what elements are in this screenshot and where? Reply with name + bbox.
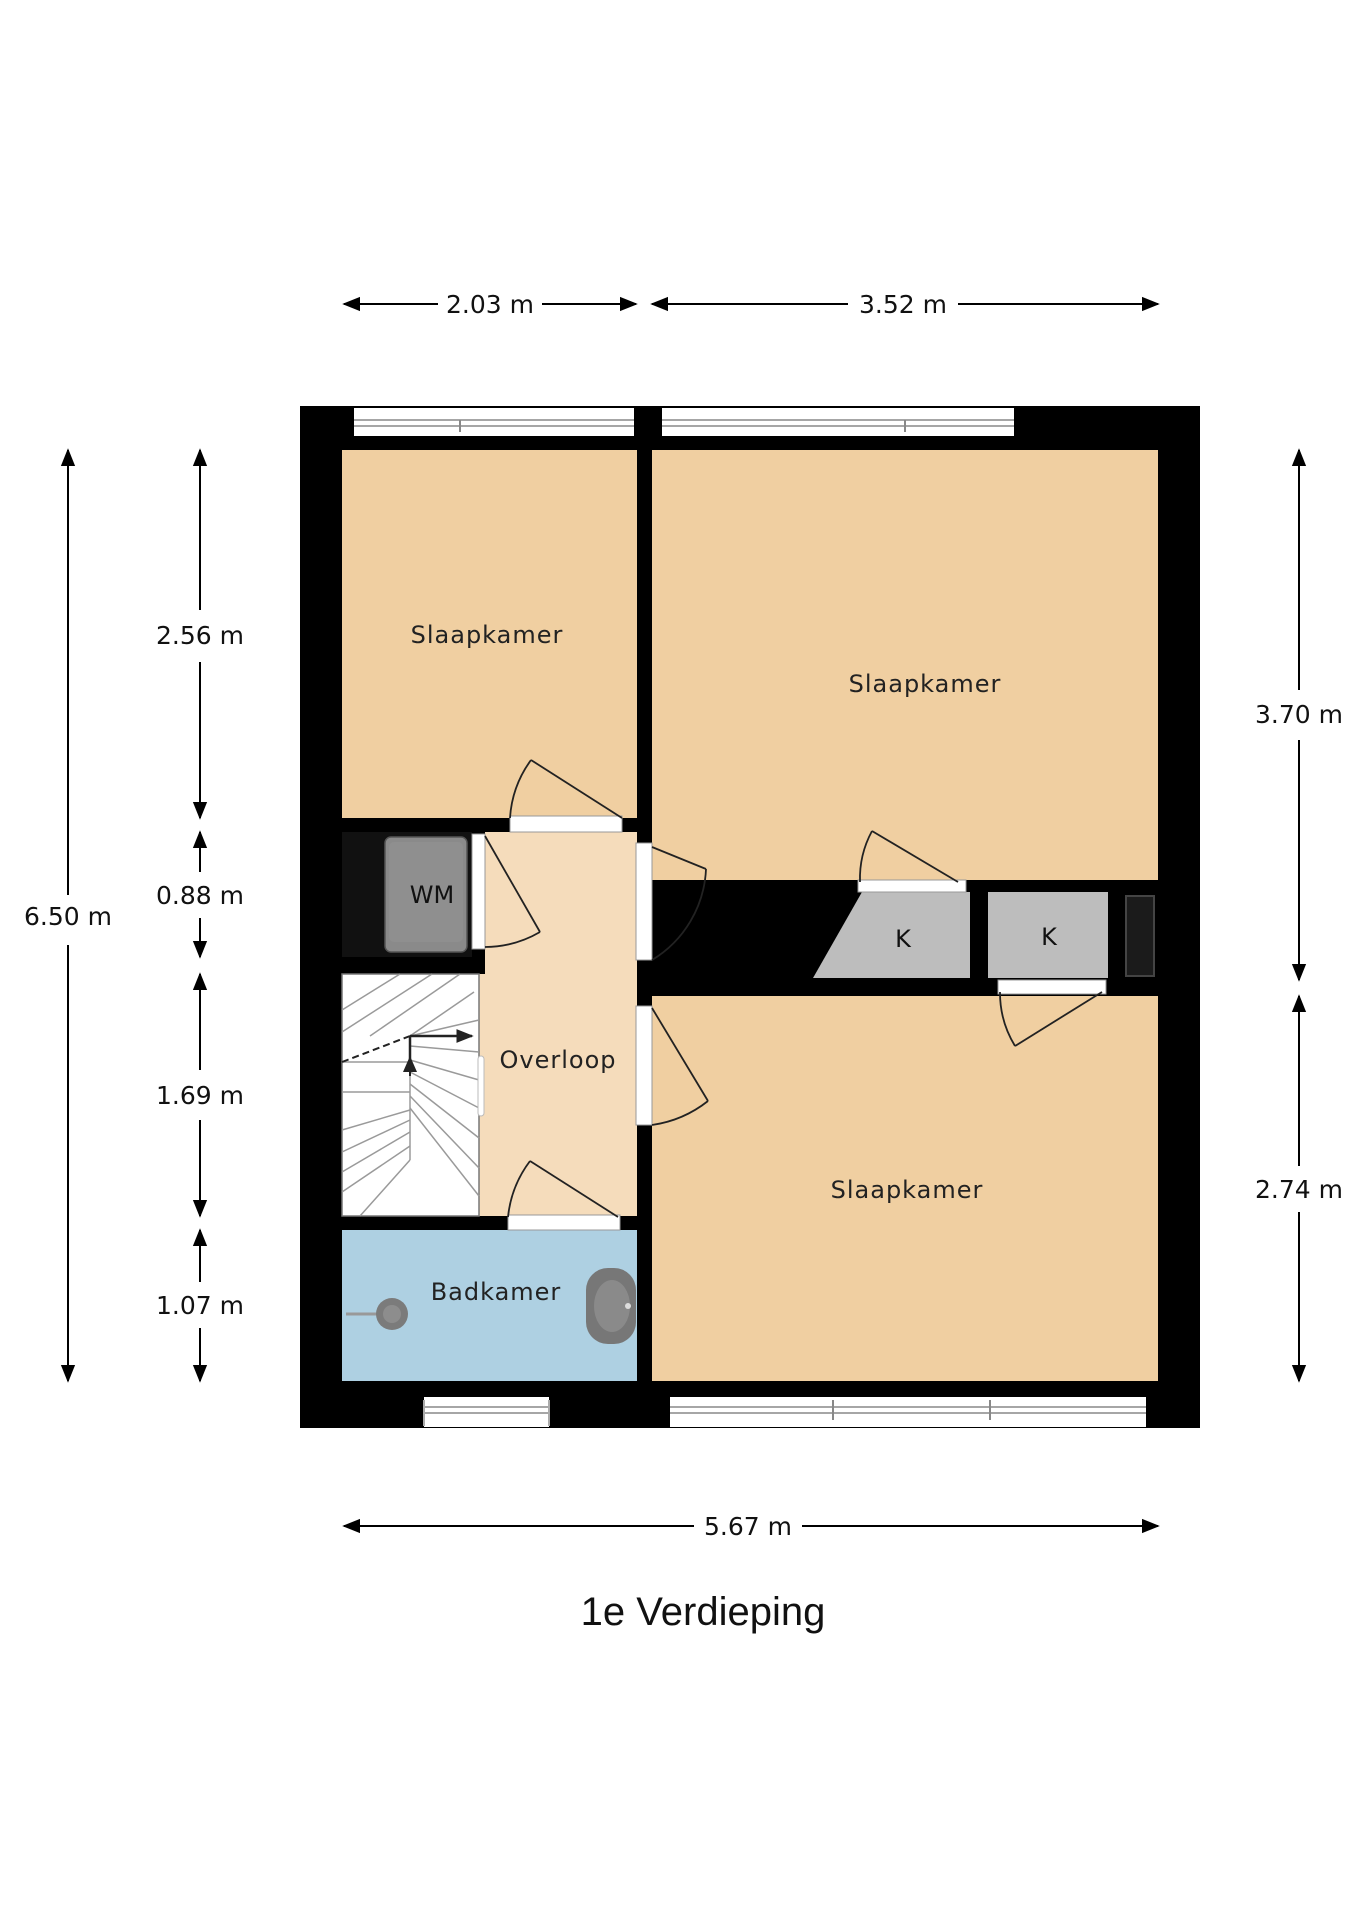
dimension-left-3: 1.69 m	[156, 972, 244, 1218]
landing-floor	[479, 832, 637, 1216]
svg-text:0.88 m: 0.88 m	[156, 881, 244, 910]
closet-right-shape	[988, 892, 1108, 978]
window-top-right	[662, 408, 1014, 436]
door-closet-right	[997, 979, 1107, 1047]
closet-left-shape	[813, 892, 970, 978]
window-top-left	[354, 408, 634, 436]
dimension-right-2: 2.74 m	[1255, 994, 1343, 1383]
svg-text:3.70 m: 3.70 m	[1255, 700, 1343, 729]
shower-drain-icon	[346, 1298, 408, 1330]
bedroom-top-right-floor	[652, 450, 1158, 880]
stair-handrail	[477, 1055, 485, 1117]
washer-panel	[389, 842, 463, 942]
room-label-bedroom-top-left: Slaapkamer	[411, 621, 564, 649]
svg-text:1.69 m: 1.69 m	[156, 1081, 244, 1110]
washer-label: WM	[410, 881, 454, 909]
stair-direction-arrow	[341, 1029, 474, 1076]
dimension-top-right: 3.52 m	[650, 290, 1160, 319]
dimension-left-2: 0.88 m	[156, 830, 244, 959]
closet-left-label: K	[895, 925, 912, 953]
room-label-bathroom: Badkamer	[431, 1278, 562, 1306]
room-label-bedroom-top-right: Slaapkamer	[849, 670, 1002, 698]
sink-icon	[586, 1268, 636, 1344]
door-bedroom-bottom-right	[635, 1005, 709, 1126]
dimension-left-1: 2.56 m	[156, 448, 244, 820]
room-label-bedroom-bottom-right: Slaapkamer	[831, 1176, 984, 1204]
door-closet-left	[857, 830, 967, 893]
room-label-landing: Overloop	[500, 1046, 617, 1074]
door-bedroom-top-right	[635, 842, 707, 961]
floor-title: 1e Verdieping	[581, 1590, 826, 1634]
window-bottom-right	[670, 1397, 1146, 1427]
svg-text:2.74 m: 2.74 m	[1255, 1175, 1343, 1204]
closet-dark-panel	[1125, 895, 1155, 977]
svg-text:2.03 m: 2.03 m	[446, 290, 534, 319]
svg-text:1.07 m: 1.07 m	[156, 1291, 244, 1320]
svg-text:5.67 m: 5.67 m	[704, 1512, 792, 1541]
dimension-top-left: 2.03 m	[342, 290, 638, 319]
svg-text:6.50 m: 6.50 m	[24, 902, 112, 931]
svg-text:3.52 m: 3.52 m	[859, 290, 947, 319]
dimension-right-1: 3.70 m	[1255, 448, 1343, 982]
closet-right-label: K	[1041, 923, 1058, 951]
bedroom-bottom-right-floor	[652, 996, 1158, 1381]
svg-text:2.56 m: 2.56 m	[156, 621, 244, 650]
dimension-left-4: 1.07 m	[156, 1228, 244, 1383]
door-bedroom-top-left	[509, 759, 623, 833]
dimension-left-total: 6.50 m	[24, 448, 112, 1383]
dimension-bottom-total: 5.67 m	[342, 1512, 1160, 1541]
window-bottom-bathroom	[423, 1397, 550, 1427]
wall-washer-bottom	[342, 957, 485, 974]
door-bathroom	[507, 1160, 621, 1231]
door-washer	[471, 833, 541, 950]
bedroom-top-left-floor	[342, 450, 637, 818]
